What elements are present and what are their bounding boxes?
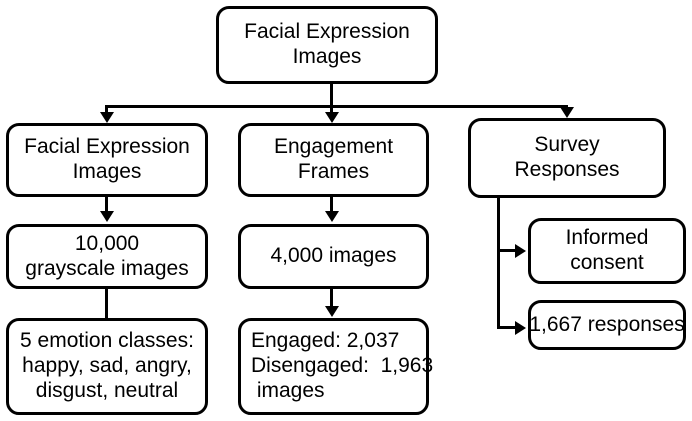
arrowhead-engagement-frames-to-total-images xyxy=(324,211,339,222)
edge-root-to-facial-expression-images xyxy=(105,105,108,116)
node-facial-expression-images[interactable]: Facial Expression Images xyxy=(6,123,208,197)
node-responses-count-line-1: 1,667 responses xyxy=(529,312,685,336)
node-emotion-classes-line-3: disgust, neutral xyxy=(35,378,179,402)
node-grayscale-images-line-1: 10,000 xyxy=(74,231,140,255)
edge-grayscale-to-emotion-classes xyxy=(105,289,108,319)
node-engagement-split-line-2: Disengaged: 1,963 xyxy=(251,354,434,378)
node-root-line-2: Images xyxy=(292,45,362,68)
edge-root-stem xyxy=(330,84,333,108)
edge-facial-expression-images-to-grayscale xyxy=(105,197,108,213)
node-engagement-frames[interactable]: Engagement Frames xyxy=(238,123,429,197)
node-facial-expression-images-line-2: Images xyxy=(72,160,142,183)
node-emotion-classes[interactable]: 5 emotion classes: happy, sad, angry, di… xyxy=(6,318,208,415)
node-grayscale-images-line-2: grayscale images xyxy=(25,256,189,280)
arrowhead-root-to-engagement-frames xyxy=(324,112,339,123)
node-informed-consent[interactable]: Informed consent xyxy=(528,218,686,284)
edge-survey-to-informed-consent xyxy=(497,249,517,252)
node-emotion-classes-line-1: 5 emotion classes: xyxy=(20,329,194,353)
edge-survey-responses-spine xyxy=(497,196,500,329)
edge-engagement-frames-to-total-images xyxy=(330,197,333,213)
node-engagement-split-line-3: images xyxy=(251,378,325,402)
arrowhead-root-to-survey-responses xyxy=(559,107,574,118)
arrowhead-survey-to-responses-count xyxy=(515,320,526,335)
node-survey-responses[interactable]: Survey Responses xyxy=(468,118,666,198)
edge-distribution-bar xyxy=(105,105,568,108)
node-responses-count[interactable]: 1,667 responses xyxy=(528,300,686,350)
node-emotion-classes-line-2: happy, sad, angry, xyxy=(22,354,192,378)
node-informed-consent-line-1: Informed xyxy=(565,226,649,250)
node-survey-responses-line-2: Responses xyxy=(514,158,620,181)
arrowhead-root-to-facial-expression-images xyxy=(99,112,114,123)
node-grayscale-images[interactable]: 10,000 grayscale images xyxy=(6,224,208,289)
arrowhead-survey-to-informed-consent xyxy=(515,243,526,258)
node-engagement-frames-line-2: Frames xyxy=(297,160,370,183)
arrowhead-facial-expression-images-to-grayscale xyxy=(99,211,114,222)
node-total-images[interactable]: 4,000 images xyxy=(238,224,429,289)
node-root[interactable]: Facial Expression Images xyxy=(216,6,438,84)
arrowhead-total-images-to-engagement-split xyxy=(324,306,339,317)
node-survey-responses-line-1: Survey xyxy=(534,133,600,157)
node-engagement-split-line-1: Engaged: 2,037 xyxy=(251,329,400,353)
node-engagement-frames-line-1: Engagement xyxy=(273,135,394,159)
node-informed-consent-line-2: consent xyxy=(570,251,644,274)
node-facial-expression-images-line-1: Facial Expression xyxy=(24,135,190,159)
edge-total-images-to-engagement-split xyxy=(330,289,333,308)
node-root-line-1: Facial Expression xyxy=(244,20,410,44)
node-total-images-line-1: 4,000 images xyxy=(270,244,397,268)
edge-survey-to-responses-count xyxy=(497,326,517,329)
node-engagement-split[interactable]: Engaged: 2,037 Disengaged: 1,963 images xyxy=(238,318,433,415)
edge-root-to-engagement-frames xyxy=(330,105,333,116)
